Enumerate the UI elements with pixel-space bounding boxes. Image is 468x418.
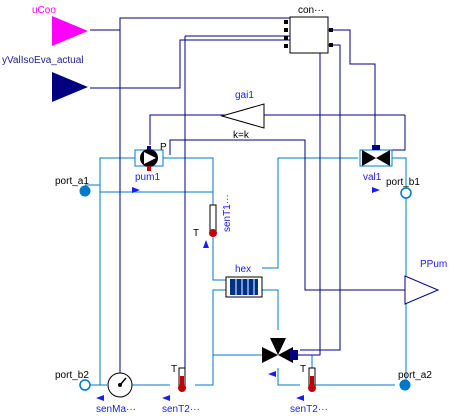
arrow-icon (96, 395, 104, 401)
con-port-in3 (284, 36, 288, 40)
gai1-block[interactable]: gai1 k=k (220, 90, 265, 141)
three-way-valve[interactable] (262, 338, 298, 363)
valve3-left-icon (262, 347, 278, 363)
port-a2[interactable]: port_a2 (398, 370, 432, 391)
t-right-label: T (300, 364, 306, 375)
port-b2-icon (79, 379, 91, 391)
thermometer2b-bulb (308, 384, 316, 392)
con-label: con··· (298, 5, 324, 16)
fluid-connections (85, 157, 407, 386)
pump-arrow-icon (144, 152, 156, 164)
arrow-icon (268, 371, 276, 377)
gai1-label: gai1 (235, 90, 254, 101)
val1-block[interactable]: val1 (359, 145, 393, 183)
port-b1[interactable]: port_b1 (386, 177, 420, 199)
ucoo-label: uCoo (32, 5, 56, 16)
con-port-in2 (284, 28, 288, 32)
pum-p-label: P (160, 142, 167, 153)
input-yvaliso[interactable]: yValIsoEva_actual (2, 55, 88, 102)
sent1-sensor[interactable]: T senT1··· (193, 194, 233, 239)
arrow-icon (372, 187, 380, 193)
hex-block[interactable]: hex (225, 264, 263, 298)
output-ppum[interactable]: PPum (404, 259, 447, 305)
arrow-icon (296, 395, 304, 401)
gain-triangle-icon (220, 103, 265, 129)
con-port-in1 (284, 20, 288, 24)
ucoo-triangle-icon (52, 16, 88, 46)
hex-label: hex (235, 264, 251, 275)
gai1-param: k=k (233, 130, 250, 141)
port-b2-label: port_b2 (55, 370, 89, 381)
arrow-icon (132, 187, 140, 193)
arrow-icon (162, 395, 170, 401)
arrow-icon (203, 240, 209, 248)
sent2a-sensor[interactable]: T senT2··· (162, 364, 200, 415)
port-b1-label: port_b1 (386, 177, 420, 188)
valve-actuator (372, 145, 380, 150)
valve3-actuator (290, 350, 298, 360)
senma-label: senMa··· (96, 404, 136, 415)
sent2b-label: senT2··· (290, 404, 328, 415)
sent2b-sensor[interactable]: T senT2··· (290, 364, 328, 415)
port-a1[interactable]: port_a1 (55, 176, 91, 197)
con-port-in4 (284, 44, 288, 48)
port-a2-icon (399, 379, 411, 391)
pum1-label: pum1 (135, 172, 160, 183)
port-a1-label: port_a1 (55, 176, 89, 187)
pump-heat-port (147, 166, 151, 171)
input-ucoo[interactable]: uCoo (32, 5, 88, 46)
con-box (289, 16, 329, 54)
ppum-label: PPum (420, 259, 447, 270)
con-port-out1 (329, 28, 333, 32)
t-top-label: T (193, 228, 199, 239)
valve-left-icon (362, 150, 376, 166)
port-b2[interactable]: port_b2 (55, 370, 91, 391)
control-connections (90, 17, 406, 385)
hex-core-icon (230, 279, 258, 295)
con-port-out2 (329, 43, 333, 47)
yvaliso-triangle-icon (52, 72, 88, 102)
val1-label: val1 (363, 172, 382, 183)
senma-sensor[interactable]: senMa··· (96, 372, 136, 415)
con-block[interactable]: con··· (284, 5, 333, 54)
yvaliso-label: yValIsoEva_actual (2, 55, 84, 66)
port-a1-icon (79, 185, 91, 197)
port-b1-icon (400, 187, 412, 199)
valve3-top-icon (270, 338, 286, 355)
flow-arrows (96, 187, 380, 401)
sent1-label: senT1··· (222, 194, 233, 232)
pum1-block[interactable]: P pum1 (134, 142, 167, 183)
ppum-triangle-icon (404, 275, 440, 305)
thermometer2a-bulb (178, 384, 186, 392)
thermometer-bulb (209, 229, 217, 237)
port-a2-label: port_a2 (398, 370, 432, 381)
valve-right-icon (376, 150, 390, 166)
t-mid-label: T (171, 364, 177, 375)
valve3-right-icon (278, 347, 293, 363)
sent2a-label: senT2··· (162, 404, 200, 415)
pump-control-port (147, 146, 151, 150)
